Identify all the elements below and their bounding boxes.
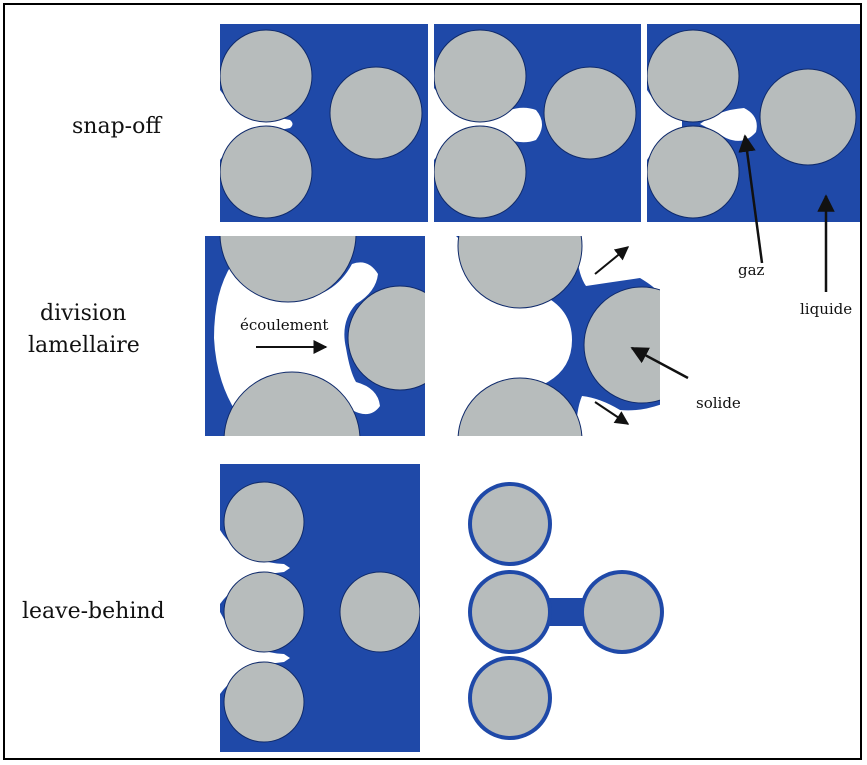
solid-grain xyxy=(220,125,313,219)
solid-grain xyxy=(219,236,357,303)
lamella-arrow-down xyxy=(594,401,630,425)
gas-label: gaz xyxy=(738,261,765,279)
solid-label: solide xyxy=(696,394,741,412)
solid-grain xyxy=(434,29,527,123)
lamella-arrow-up xyxy=(594,246,630,275)
lamella-division-panel-1 xyxy=(205,236,425,436)
solid-grain xyxy=(647,125,740,219)
solid-grain xyxy=(223,571,305,653)
solid-grain xyxy=(457,377,583,436)
solid-grain xyxy=(339,571,420,653)
snap-off-panel-2 xyxy=(434,24,641,222)
solid-grain xyxy=(647,29,740,123)
solid-grain xyxy=(759,68,857,166)
row-label-division: division xyxy=(40,301,126,326)
solid-grain xyxy=(584,574,660,650)
solid-grain xyxy=(329,66,423,160)
solid-grain xyxy=(543,66,637,160)
solid-pointer-arrow xyxy=(630,346,689,380)
row-label-lamellaire: lamellaire xyxy=(28,333,140,358)
snap-off-panel-3 xyxy=(647,24,860,222)
leave-behind-panel-2 xyxy=(468,482,664,740)
liquid-label: liquide xyxy=(800,300,852,318)
gas-bubble-growing xyxy=(434,88,542,160)
row-label-snap-off: snap-off xyxy=(72,114,162,139)
solid-grain xyxy=(223,661,305,743)
solid-grain xyxy=(220,29,313,123)
solid-grain xyxy=(223,371,361,436)
solid-grain xyxy=(472,486,548,562)
gas-pointer-arrow xyxy=(738,134,764,264)
solid-grain xyxy=(583,286,660,404)
solid-grain xyxy=(457,236,583,309)
leave-behind-panel-1 xyxy=(220,464,420,752)
solid-grain xyxy=(347,285,425,391)
solid-grain xyxy=(472,574,548,650)
gas-region xyxy=(214,262,380,415)
row-label-leave-behind: leave-behind xyxy=(22,599,165,624)
lamella-division-panel-2 xyxy=(456,236,660,436)
solid-grain xyxy=(472,660,548,736)
gas-finger xyxy=(647,90,682,160)
solid-grain xyxy=(223,481,305,563)
solid-grain xyxy=(434,125,527,219)
flow-label: écoulement xyxy=(240,316,328,334)
snap-off-panel-1 xyxy=(220,24,428,222)
